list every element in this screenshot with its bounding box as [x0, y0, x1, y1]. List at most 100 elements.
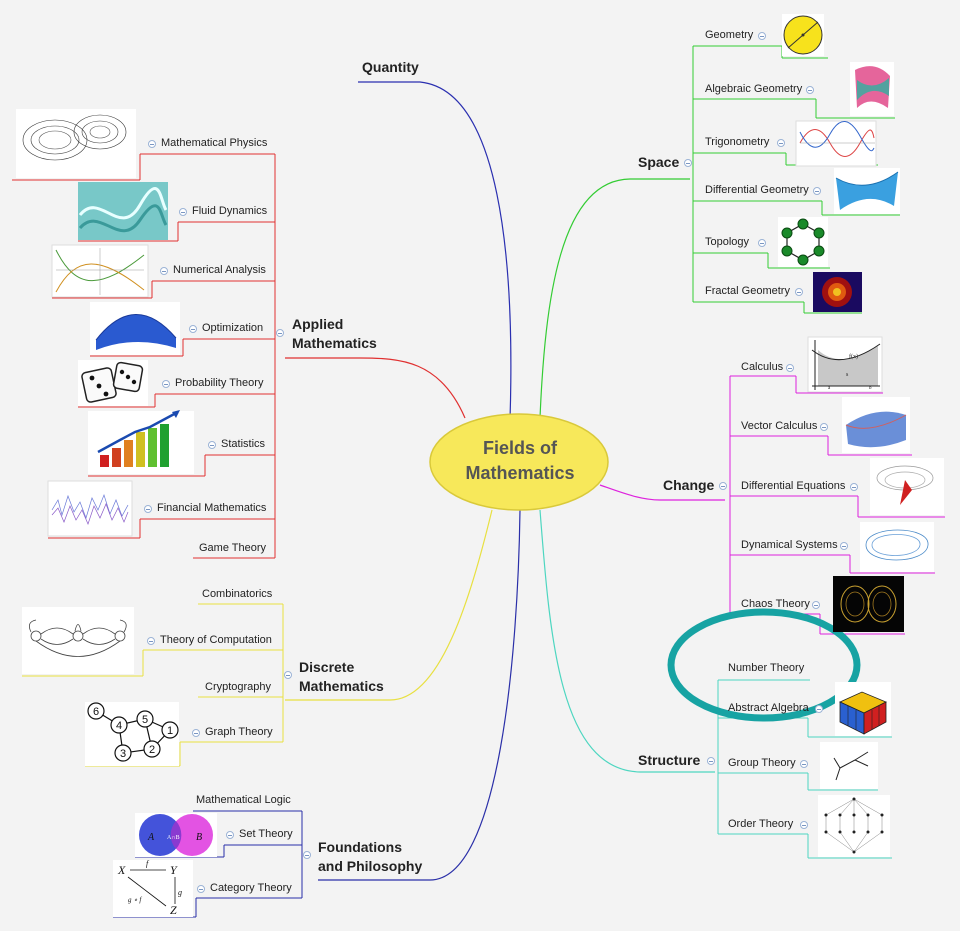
- collapse-space-icon[interactable]: [684, 159, 692, 167]
- topic-chaos-theory[interactable]: Chaos Theory: [741, 598, 810, 610]
- topic-differential-equations[interactable]: Differential Equations: [741, 480, 846, 492]
- graph-node-6: 6: [93, 706, 99, 718]
- collapse-optimization-icon[interactable]: [189, 325, 197, 333]
- branch-structure[interactable]: Structure: [638, 752, 701, 768]
- differential-equations-image: [870, 458, 944, 515]
- topic-graph-theory[interactable]: Graph Theory: [205, 726, 273, 738]
- topic-differential-geometry[interactable]: Differential Geometry: [705, 184, 809, 196]
- topic-optimization[interactable]: Optimization: [202, 322, 264, 334]
- graph-node-2: 2: [149, 744, 155, 756]
- collapse-numerical-analysis-icon[interactable]: [160, 267, 168, 275]
- branch-space[interactable]: Space: [638, 154, 680, 170]
- branch-foundations[interactable]: Foundations and Philosophy: [318, 838, 422, 876]
- graph-node-1: 1: [167, 725, 173, 737]
- collapse-differential-geometry-icon[interactable]: [813, 187, 821, 195]
- change-subtree: [729, 375, 945, 635]
- foundations-branch-line: [318, 509, 521, 881]
- collapse-dynamical-systems-icon[interactable]: [840, 542, 848, 550]
- collapse-theory-of-computation-icon[interactable]: [147, 637, 155, 645]
- collapse-fluid-dynamics-icon[interactable]: [179, 208, 187, 216]
- calculus-fx-label: f(x): [849, 353, 858, 360]
- collapse-trigonometry-icon[interactable]: [777, 139, 785, 147]
- center-title[interactable]: Fields of Mathematics: [430, 436, 610, 486]
- category-z-label: Z: [170, 903, 177, 917]
- algebraic-geometry-image: [850, 62, 894, 116]
- chaos-theory-image: [833, 576, 904, 632]
- collapse-set-theory-icon[interactable]: [226, 831, 234, 839]
- branch-discrete-mathematics[interactable]: Discrete Mathematics: [299, 658, 384, 696]
- topic-mathematical-physics[interactable]: Mathematical Physics: [161, 137, 268, 149]
- branch-applied-mathematics[interactable]: Applied Mathematics: [292, 315, 377, 353]
- collapse-probability-theory-icon[interactable]: [162, 380, 170, 388]
- topic-geometry[interactable]: Geometry: [705, 29, 754, 41]
- collapse-category-theory-icon[interactable]: [197, 885, 205, 893]
- topic-trigonometry[interactable]: Trigonometry: [705, 136, 770, 148]
- collapse-financial-mathematics-icon[interactable]: [144, 505, 152, 513]
- dynamical-systems-image: [860, 522, 934, 572]
- topic-algebraic-geometry[interactable]: Algebraic Geometry: [705, 83, 803, 95]
- topic-fluid-dynamics[interactable]: Fluid Dynamics: [192, 205, 268, 217]
- branch-quantity[interactable]: Quantity: [362, 59, 419, 75]
- collapse-graph-theory-icon[interactable]: [192, 729, 200, 737]
- topic-combinatorics[interactable]: Combinatorics: [202, 588, 273, 600]
- topic-theory-of-computation[interactable]: Theory of Computation: [160, 634, 272, 646]
- topic-game-theory[interactable]: Game Theory: [199, 542, 267, 554]
- structure-branch-line: [539, 509, 715, 773]
- topic-vector-calculus[interactable]: Vector Calculus: [741, 420, 818, 432]
- topic-set-theory[interactable]: Set Theory: [239, 828, 293, 840]
- collapse-differential-equations-icon[interactable]: [850, 483, 858, 491]
- collapse-structure-icon[interactable]: [707, 757, 715, 765]
- topic-calculus[interactable]: Calculus: [741, 361, 784, 373]
- collapse-statistics-icon[interactable]: [208, 441, 216, 449]
- collapse-vector-calculus-icon[interactable]: [820, 423, 828, 431]
- topic-group-theory[interactable]: Group Theory: [728, 757, 796, 769]
- foundations-line1: Foundations: [318, 839, 402, 855]
- collapse-geometry-icon[interactable]: [758, 32, 766, 40]
- topic-fractal-geometry[interactable]: Fractal Geometry: [705, 285, 790, 297]
- topic-mathematical-logic[interactable]: Mathematical Logic: [196, 794, 291, 806]
- center-title-line1: Fields of: [482, 438, 557, 458]
- topic-cryptography[interactable]: Cryptography: [205, 681, 272, 693]
- mathematical-physics-image: [16, 109, 136, 178]
- collapse-calculus-icon[interactable]: [786, 364, 794, 372]
- collapse-fractal-geometry-icon[interactable]: [795, 288, 803, 296]
- branch-change[interactable]: Change: [663, 477, 715, 493]
- applied-line1: Applied: [292, 316, 344, 332]
- collapse-abstract-algebra-icon[interactable]: [815, 705, 823, 713]
- theory-of-computation-image: [22, 607, 134, 674]
- topic-number-theory[interactable]: Number Theory: [728, 662, 805, 674]
- topic-abstract-algebra[interactable]: Abstract Algebra: [728, 702, 809, 714]
- collapse-mathematical-physics-icon[interactable]: [148, 140, 156, 148]
- category-y-label: Y: [170, 863, 178, 877]
- collapse-order-theory-icon[interactable]: [800, 821, 808, 829]
- topic-probability-theory[interactable]: Probability Theory: [175, 377, 264, 389]
- probability-theory-image: [78, 360, 148, 406]
- topic-category-theory[interactable]: Category Theory: [210, 882, 292, 894]
- collapse-applied-icon[interactable]: [276, 329, 284, 337]
- set-ab-label: A∩B: [167, 835, 180, 841]
- space-branch-line: [539, 178, 690, 419]
- collapse-topology-icon[interactable]: [758, 239, 766, 247]
- order-theory-image: [818, 795, 890, 857]
- collapse-algebraic-geometry-icon[interactable]: [806, 86, 814, 94]
- collapse-group-theory-icon[interactable]: [800, 760, 808, 768]
- category-f-label: f: [146, 859, 150, 868]
- set-theory-image: A A∩B B: [135, 813, 217, 857]
- collapse-foundations-icon[interactable]: [303, 851, 311, 859]
- category-x-label: X: [117, 863, 126, 877]
- discrete-branch-line: [285, 509, 493, 701]
- topic-order-theory[interactable]: Order Theory: [728, 818, 794, 830]
- topic-statistics[interactable]: Statistics: [221, 438, 266, 450]
- collapse-change-icon[interactable]: [719, 482, 727, 490]
- collapse-chaos-theory-icon[interactable]: [812, 601, 820, 609]
- collapse-discrete-icon[interactable]: [284, 671, 292, 679]
- graph-theory-image: 6 4 5 1 3 2: [85, 702, 179, 766]
- topic-financial-mathematics[interactable]: Financial Mathematics: [157, 502, 267, 514]
- topic-dynamical-systems[interactable]: Dynamical Systems: [741, 539, 838, 551]
- topic-topology[interactable]: Topology: [705, 236, 750, 248]
- applied-line2: Mathematics: [292, 335, 377, 351]
- financial-mathematics-image: [47, 480, 133, 537]
- topic-numerical-analysis[interactable]: Numerical Analysis: [173, 264, 266, 276]
- geometry-image: [782, 14, 824, 56]
